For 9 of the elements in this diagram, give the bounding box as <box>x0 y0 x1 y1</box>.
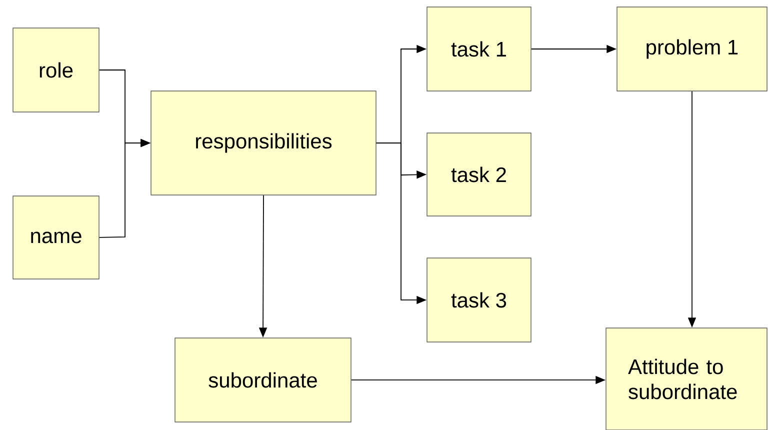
process-box: task 2 <box>426 132 532 216</box>
process-box: problem 1 <box>616 6 768 92</box>
process-box: Attitude to subordinate <box>606 328 768 430</box>
process-box: subordinate <box>174 338 352 422</box>
process-box: name <box>12 196 100 280</box>
process-box: task 3 <box>426 258 532 342</box>
process-box: role <box>12 28 100 112</box>
process-box: task 1 <box>426 6 532 92</box>
process-box: responsibilities <box>150 90 376 196</box>
